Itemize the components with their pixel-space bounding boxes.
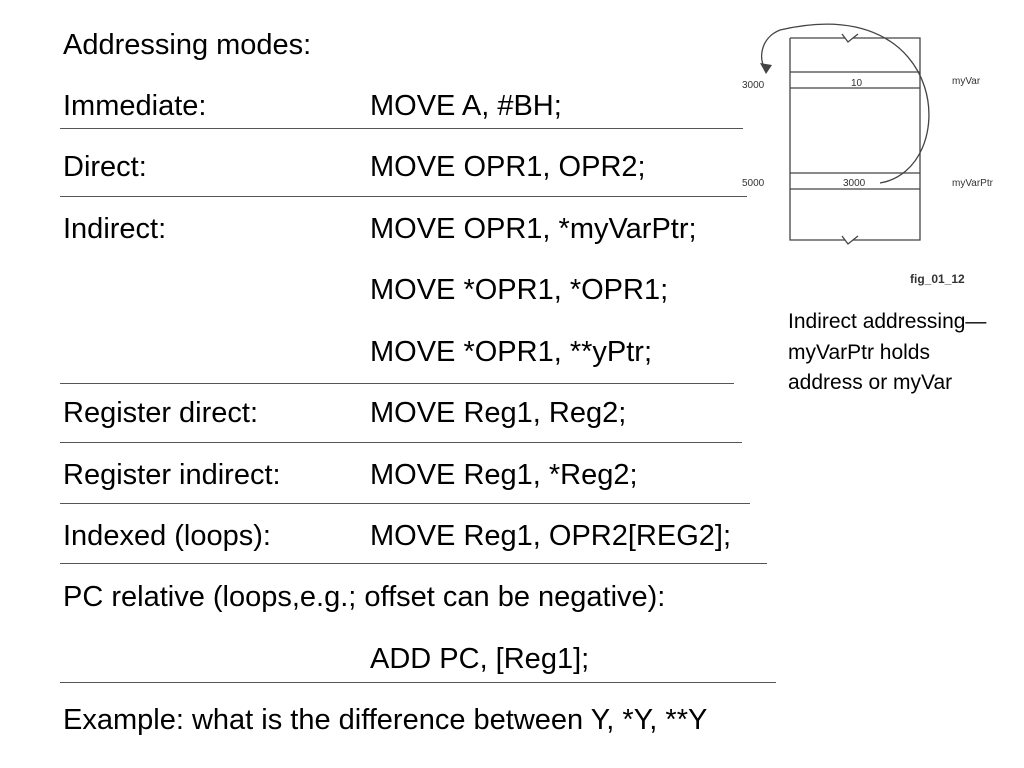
memory-block <box>789 37 921 241</box>
address-5000-label: 5000 <box>742 178 765 189</box>
mode-label-indexed: Indexed (loops): <box>63 520 271 552</box>
mode-label-indirect: Indirect: <box>63 213 167 245</box>
example-question: Example: what is the difference between … <box>63 704 708 736</box>
mode-code-register-indirect: MOVE Reg1, *Reg2; <box>370 459 638 491</box>
divider <box>60 442 742 443</box>
figure-id-label: fig_01_12 <box>910 272 965 286</box>
slide-title: Addressing modes: <box>63 29 312 61</box>
mode-label-register-indirect: Register indirect: <box>63 459 281 491</box>
mode-code-register-direct: MOVE Reg1, Reg2; <box>370 397 627 429</box>
mode-code-indexed: MOVE Reg1, OPR2[REG2]; <box>370 520 732 552</box>
mode-label-register-direct: Register direct: <box>63 397 259 429</box>
figure-caption: Indirect addressing—myVarPtr holds addre… <box>788 310 987 394</box>
myvar-value: 10 <box>851 78 863 89</box>
divider <box>60 196 747 197</box>
divider <box>60 383 734 384</box>
myvarptr-value: 3000 <box>843 178 866 189</box>
divider <box>60 563 767 564</box>
myvarptr-label: myVarPtr <box>952 178 994 189</box>
divider <box>60 682 776 683</box>
mode-code-indirect-2: MOVE *OPR1, *OPR1; <box>370 274 669 306</box>
break-mark-top <box>841 33 859 43</box>
myvar-label: myVar <box>952 76 981 87</box>
mode-code-direct: MOVE OPR1, OPR2; <box>370 151 646 183</box>
mode-code-pc-relative: ADD PC, [Reg1]; <box>370 643 590 675</box>
mode-label-direct: Direct: <box>63 151 147 183</box>
memory-diagram: 3000 10 myVar 5000 3000 myVarPtr fig_01_… <box>742 23 994 286</box>
arrowhead-icon <box>760 63 772 74</box>
divider <box>60 128 743 129</box>
address-3000-label: 3000 <box>742 80 765 91</box>
mode-label-pc-relative: PC relative (loops,e.g.; offset can be n… <box>63 581 666 613</box>
mode-code-indirect-3: MOVE *OPR1, **yPtr; <box>370 336 653 368</box>
mode-label-immediate: Immediate: <box>63 90 207 122</box>
break-mark-bottom <box>841 235 859 245</box>
mode-code-indirect-1: MOVE OPR1, *myVarPtr; <box>370 213 697 245</box>
divider <box>60 503 750 504</box>
mode-code-immediate: MOVE A, #BH; <box>370 90 562 122</box>
pointer-arrow <box>760 23 930 184</box>
